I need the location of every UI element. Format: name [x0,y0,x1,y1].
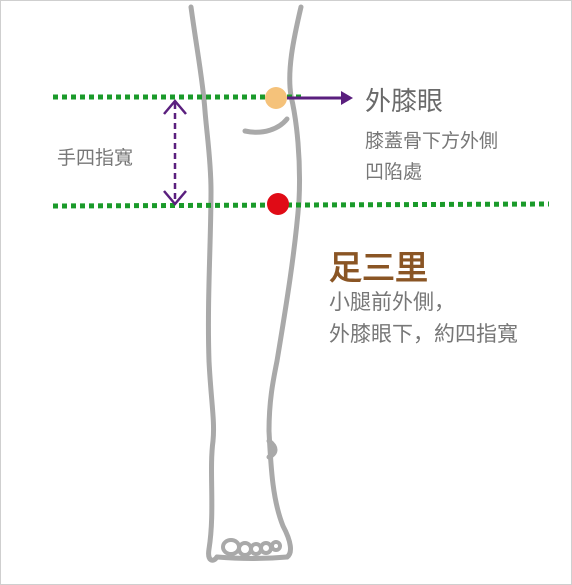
outer-knee-eye-point [265,87,287,109]
leg-left-contour [188,4,220,563]
zusanli-desc-line2: 外膝眼下，約四指寬 [329,322,518,346]
double-arrow-vertical-icon [163,99,187,206]
leg-outline [188,4,304,563]
zusanli-title: 足三里 [329,248,428,287]
outer-knee-eye-desc-line1: 膝蓋骨下方外側 [365,130,499,152]
arrow-right-icon [287,91,353,105]
outer-knee-eye-title: 外膝眼 [365,87,444,117]
outer-knee-eye-desc-line2: 凹陷處 [365,161,423,183]
ankle-bump [266,438,278,460]
guide-line-bottom [52,201,550,209]
toes [221,538,282,557]
zusanli-desc-line1: 小腿前外側， [329,290,455,314]
finger-width-label: 手四指寬 [57,147,134,169]
zusanli-point [267,193,289,215]
kneecap-curve [242,116,290,135]
heel-line [214,554,290,561]
